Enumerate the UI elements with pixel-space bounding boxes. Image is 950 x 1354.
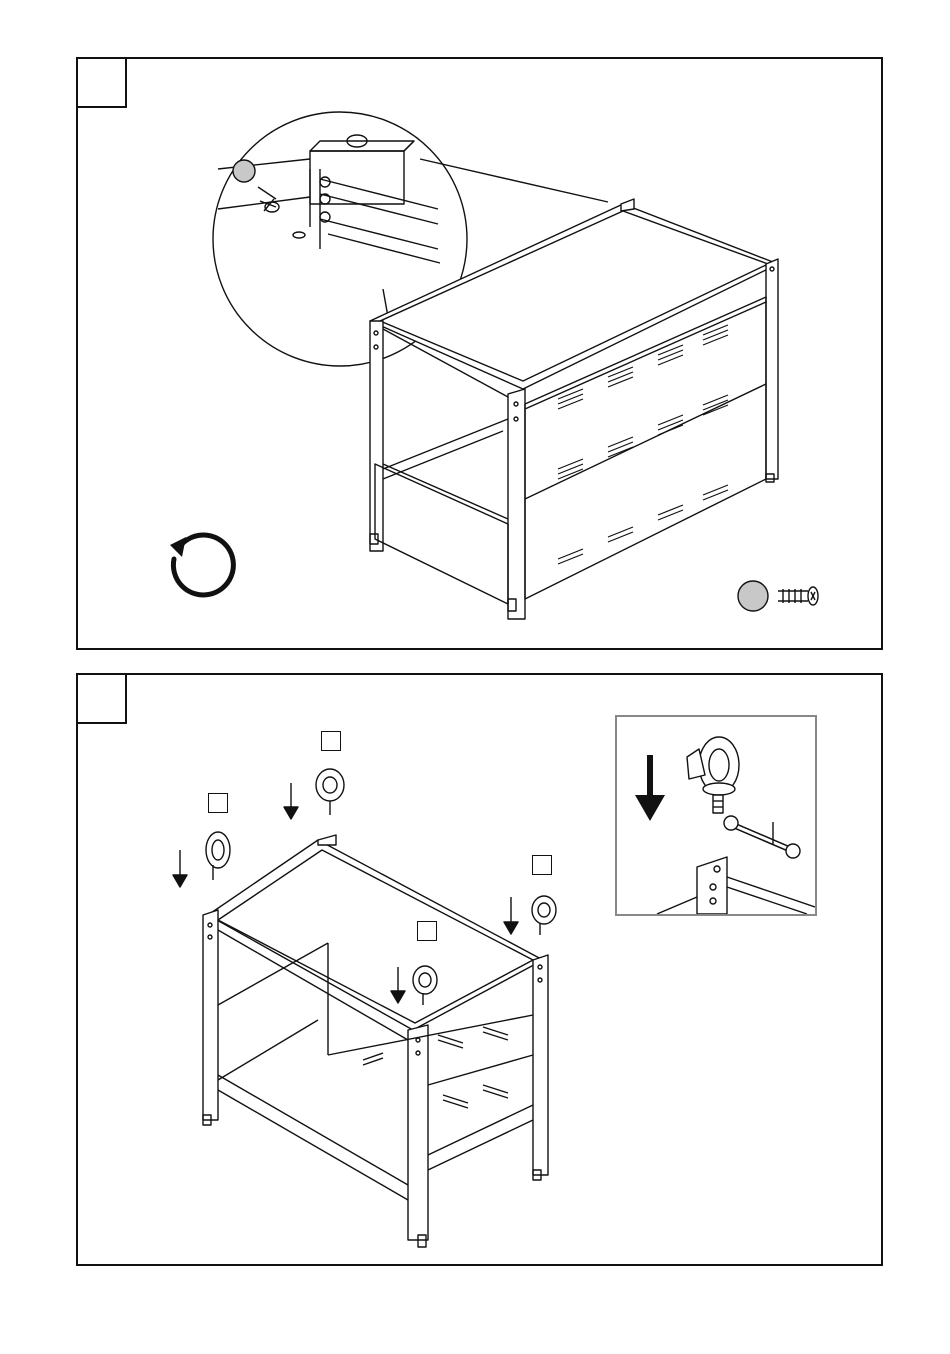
rotate-arrowhead-icon [170, 537, 186, 557]
vent-slots [558, 325, 728, 564]
caster-marker-box [208, 793, 228, 813]
down-arrow-icon [635, 755, 665, 821]
wrench-icon [724, 816, 800, 858]
cart-frame-drawing [203, 835, 548, 1247]
caster-top-left [173, 832, 230, 887]
caster-marker-box [417, 921, 437, 941]
step-1-illustration [78, 59, 881, 648]
caster-wheel-icon [687, 737, 739, 813]
detail-inset [615, 715, 817, 916]
caster-right [504, 896, 556, 935]
caster-marker-box [532, 855, 552, 875]
caster-marker-box [321, 731, 341, 751]
step-2-panel [76, 673, 883, 1266]
step-1-panel [76, 57, 883, 650]
screw-icon [738, 581, 818, 611]
inset-illustration [617, 717, 815, 914]
caster-top-center [284, 769, 344, 819]
inset-frame-corner [657, 857, 815, 914]
